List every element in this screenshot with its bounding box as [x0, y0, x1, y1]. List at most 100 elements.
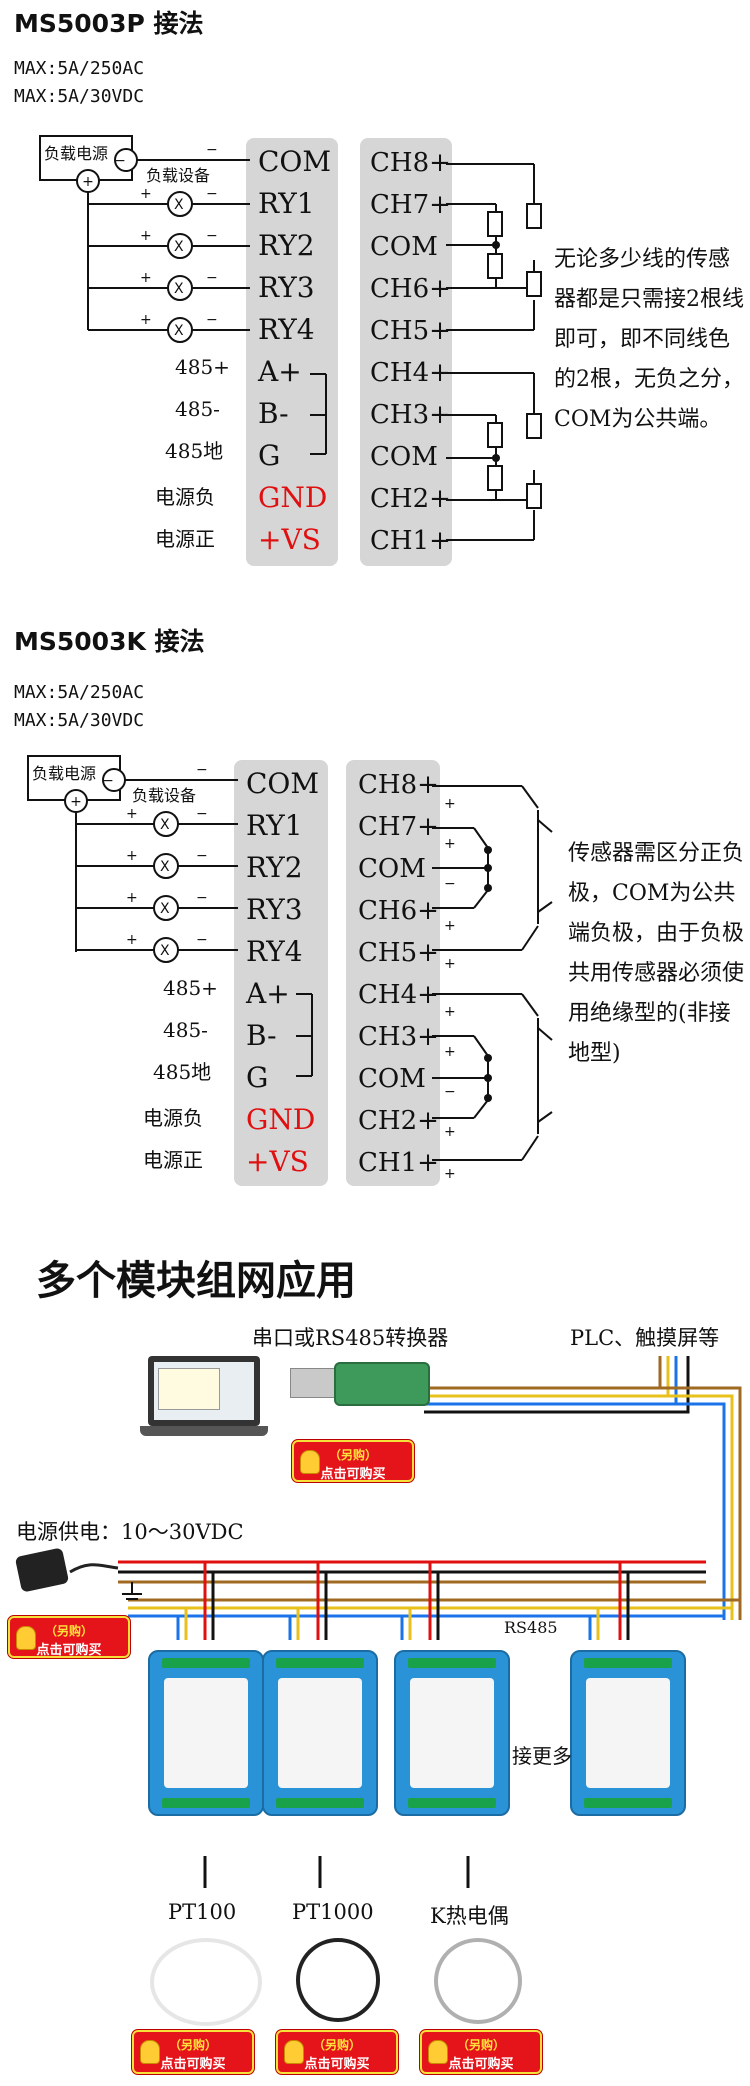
rs485-label: RS485	[504, 1618, 558, 1637]
s1-right-pin: COM	[370, 442, 438, 472]
temperature-module	[262, 1650, 378, 1816]
svg-text:+: +	[444, 1166, 456, 1182]
svg-text:+: +	[444, 1044, 456, 1060]
svg-text:X: X	[174, 323, 184, 339]
svg-text:+: +	[126, 806, 138, 822]
svg-text:+: +	[444, 918, 456, 934]
section2-description: 传感器需区分正负极，COM为公共端负极，由于负极共用传感器必须使用绝缘型的(非接…	[568, 841, 745, 1066]
s1-left-pin-vs: +VS	[258, 523, 321, 556]
buy-line2: 点击可购买	[448, 2057, 514, 2072]
svg-text:−: −	[114, 153, 126, 169]
pt1000-sensor-icon	[296, 1938, 380, 2022]
s1-label-485minus: 485-	[175, 397, 220, 421]
pt100-sensor-icon	[150, 1938, 262, 2026]
buy-pt1000-button[interactable]: （另购） 点击可购买	[276, 2030, 398, 2074]
svg-text:−: −	[206, 228, 218, 244]
section2-load-device-label: 负载设备	[132, 786, 197, 805]
s2-left-pin: RY2	[246, 851, 303, 884]
section2-right-terminal-panel	[346, 760, 440, 1186]
svg-text:−: −	[206, 270, 218, 286]
svg-text:+: +	[444, 836, 456, 852]
section1-power-source-label: 负载电源	[44, 144, 109, 163]
s1-left-pin: A+	[258, 355, 302, 388]
section1-description: 无论多少线的传感器都是只需接2根线即可，即不同线色的2根，无负之分，COM为公共…	[554, 247, 744, 432]
svg-text:X: X	[160, 943, 170, 959]
svg-text:X: X	[160, 817, 170, 833]
svg-text:+: +	[126, 848, 138, 864]
s1-label-485ground: 485地	[165, 439, 224, 463]
buy-converter-button[interactable]: （另购） 点击可购买	[292, 1440, 414, 1482]
s2-left-pin: COM	[246, 767, 320, 800]
s2-left-pin-gnd: GND	[246, 1103, 316, 1136]
svg-text:−: −	[102, 773, 114, 789]
temperature-module	[570, 1650, 686, 1816]
s1-left-pin: B-	[258, 397, 289, 430]
s1-label-power-neg: 电源负	[155, 485, 215, 509]
section1-max-dc: MAX:5A/30VDC	[14, 86, 145, 107]
s2-right-pin: CH5+	[358, 938, 439, 968]
s1-right-pin: CH8+	[370, 148, 451, 178]
s2-right-pin: CH8+	[358, 770, 439, 800]
svg-text:+: +	[444, 956, 456, 972]
plc-label: PLC、触摸屏等	[570, 1326, 720, 1350]
s2-right-pin: CH7+	[358, 812, 439, 842]
converter-label: 串口或RS485转换器	[252, 1326, 449, 1350]
s2-right-pin: CH2+	[358, 1106, 439, 1136]
buy-line2: 点击可购买	[304, 2057, 370, 2072]
section1-max-ac: MAX:5A/250AC	[14, 58, 145, 79]
hand-pointer-icon	[428, 2040, 448, 2064]
s1-label-485plus: 485+	[175, 355, 230, 379]
s2-left-pin: B-	[246, 1019, 277, 1052]
s2-right-pin: CH6+	[358, 896, 439, 926]
svg-text:+: +	[444, 1004, 456, 1020]
buy-line1: （另购）	[168, 2038, 217, 2052]
s1-right-pin: CH5+	[370, 316, 451, 346]
buy-power-button[interactable]: （另购） 点击可购买	[8, 1616, 130, 1658]
hand-pointer-icon	[140, 2040, 160, 2064]
s1-left-pin: RY1	[258, 187, 315, 220]
svg-text:−: −	[196, 762, 208, 778]
svg-text:−: −	[444, 876, 456, 892]
section1-load-device-label: 负载设备	[146, 166, 211, 185]
sensor-label-pt1000: PT1000	[292, 1900, 374, 1924]
svg-text:−: −	[206, 312, 218, 328]
s2-left-pin: A+	[246, 977, 290, 1010]
s1-right-pin: CH1+	[370, 526, 451, 556]
s1-left-pin: COM	[258, 145, 332, 178]
s2-label-485plus: 485+	[163, 976, 218, 1000]
svg-text:+: +	[140, 186, 152, 202]
usb-plug-icon	[290, 1368, 336, 1398]
s2-left-pin: RY3	[246, 893, 303, 926]
temperature-module	[148, 1650, 264, 1816]
svg-text:+: +	[82, 174, 94, 190]
s1-right-pin: CH2+	[370, 484, 451, 514]
section1-right-terminal-panel	[360, 138, 452, 566]
svg-text:X: X	[174, 197, 184, 213]
svg-text:X: X	[160, 901, 170, 917]
s1-left-pin: G	[258, 439, 281, 472]
s2-label-power-neg: 电源负	[143, 1106, 203, 1130]
s1-left-pin-gnd: GND	[258, 481, 328, 514]
hand-pointer-icon	[284, 2040, 304, 2064]
svg-text:−: −	[444, 1084, 456, 1100]
s1-left-pin: RY2	[258, 229, 315, 262]
buy-line1: （另购）	[456, 2038, 505, 2052]
svg-text:+: +	[126, 932, 138, 948]
buy-line2: 点击可购买	[36, 1643, 102, 1658]
buy-pt100-button[interactable]: （另购） 点击可购买	[132, 2030, 254, 2074]
section2-left-terminal-panel	[234, 760, 328, 1186]
s2-left-pin-vs: +VS	[246, 1145, 309, 1178]
s1-left-pin: RY4	[258, 313, 315, 346]
buy-line1: （另购）	[312, 2038, 361, 2052]
network-title: 多个模块组网应用	[36, 1258, 356, 1304]
svg-text:−: −	[196, 806, 208, 822]
section1-title: MS5003P 接法	[14, 9, 204, 38]
svg-text:+: +	[444, 1124, 456, 1140]
section2-power-source-label: 负载电源	[32, 764, 97, 783]
buy-k-thermocouple-button[interactable]: （另购） 点击可购买	[420, 2030, 542, 2074]
svg-text:−: −	[196, 932, 208, 948]
sensor-label-k-thermocouple: K热电偶	[430, 1904, 509, 1928]
section2-title: MS5003K 接法	[14, 627, 205, 656]
